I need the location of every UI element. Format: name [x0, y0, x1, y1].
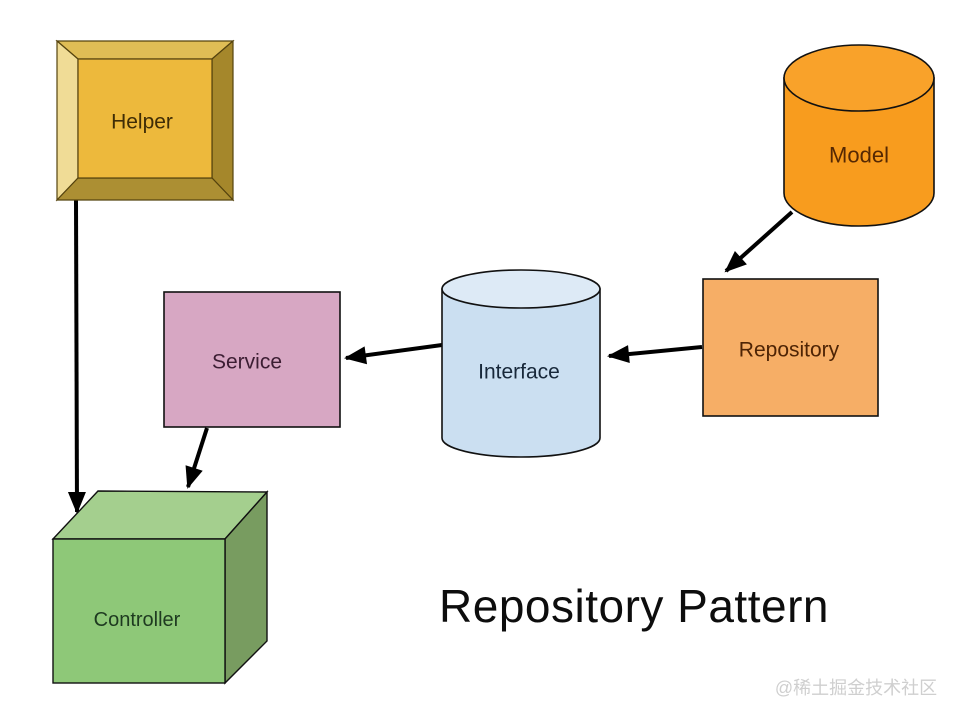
interface-label: Interface: [478, 361, 560, 384]
helper-bevel-bottom: [55, 177, 235, 201]
service-node: Service: [163, 291, 341, 428]
repository-node: Repository: [702, 278, 879, 417]
model-cylinder-body: [783, 77, 935, 227]
diagram-title: Repository Pattern: [439, 580, 829, 632]
model-label: Model: [829, 143, 889, 168]
controller-node: Controller: [51, 490, 269, 685]
arrow-service-to-controller: [185, 427, 209, 489]
model-cylinder-top: [783, 44, 935, 112]
arrow-interface-to-service: [344, 343, 443, 365]
arrow-helper-to-controller: [67, 199, 86, 514]
arrow-repository-to-interface: [607, 345, 703, 364]
service-label: Service: [212, 351, 282, 374]
helper-bevel-left: [56, 39, 79, 202]
helper-bevel-right: [211, 39, 234, 202]
helper-node: Helper: [55, 39, 235, 202]
helper-bevel-top: [55, 40, 235, 60]
helper-face: [77, 58, 213, 179]
interface-cylinder-body: [441, 288, 601, 458]
controller-cube-front: [52, 538, 226, 684]
watermark: @稀土掘金技术社区: [775, 678, 937, 698]
controller-label: Controller: [94, 609, 181, 631]
helper-label: Helper: [111, 111, 173, 134]
edges-layer: [67, 199, 794, 514]
service-rect: [163, 291, 341, 428]
interface-node: Interface: [441, 269, 601, 458]
arrow-model-to-repository: [724, 210, 794, 273]
model-node: Model: [783, 44, 935, 227]
repository-label: Repository: [739, 339, 840, 362]
repository-rect: [702, 278, 879, 417]
interface-cylinder-top: [441, 269, 601, 309]
